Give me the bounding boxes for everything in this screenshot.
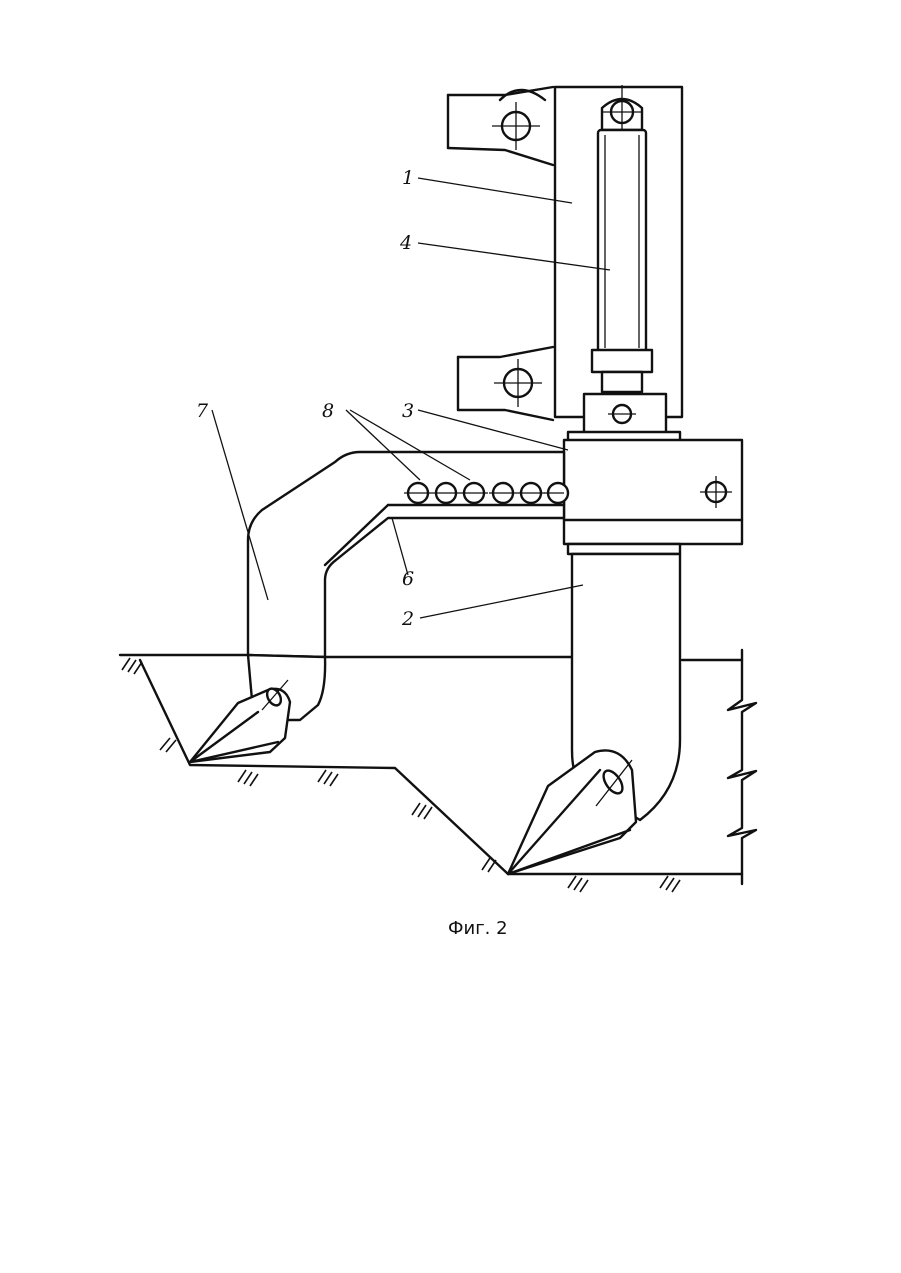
label-1: 1 [402, 167, 414, 189]
figure-caption: Фиг. 2 [448, 918, 508, 939]
label-2: 2 [401, 608, 414, 630]
carriage [564, 432, 742, 554]
label-7: 7 [196, 400, 209, 422]
extra-tooth [190, 655, 325, 762]
label-6: 6 [402, 568, 414, 590]
main-tooth [508, 554, 680, 874]
label-8: 8 [322, 400, 334, 422]
label-3: 3 [402, 400, 414, 422]
label-4: 4 [399, 232, 412, 254]
